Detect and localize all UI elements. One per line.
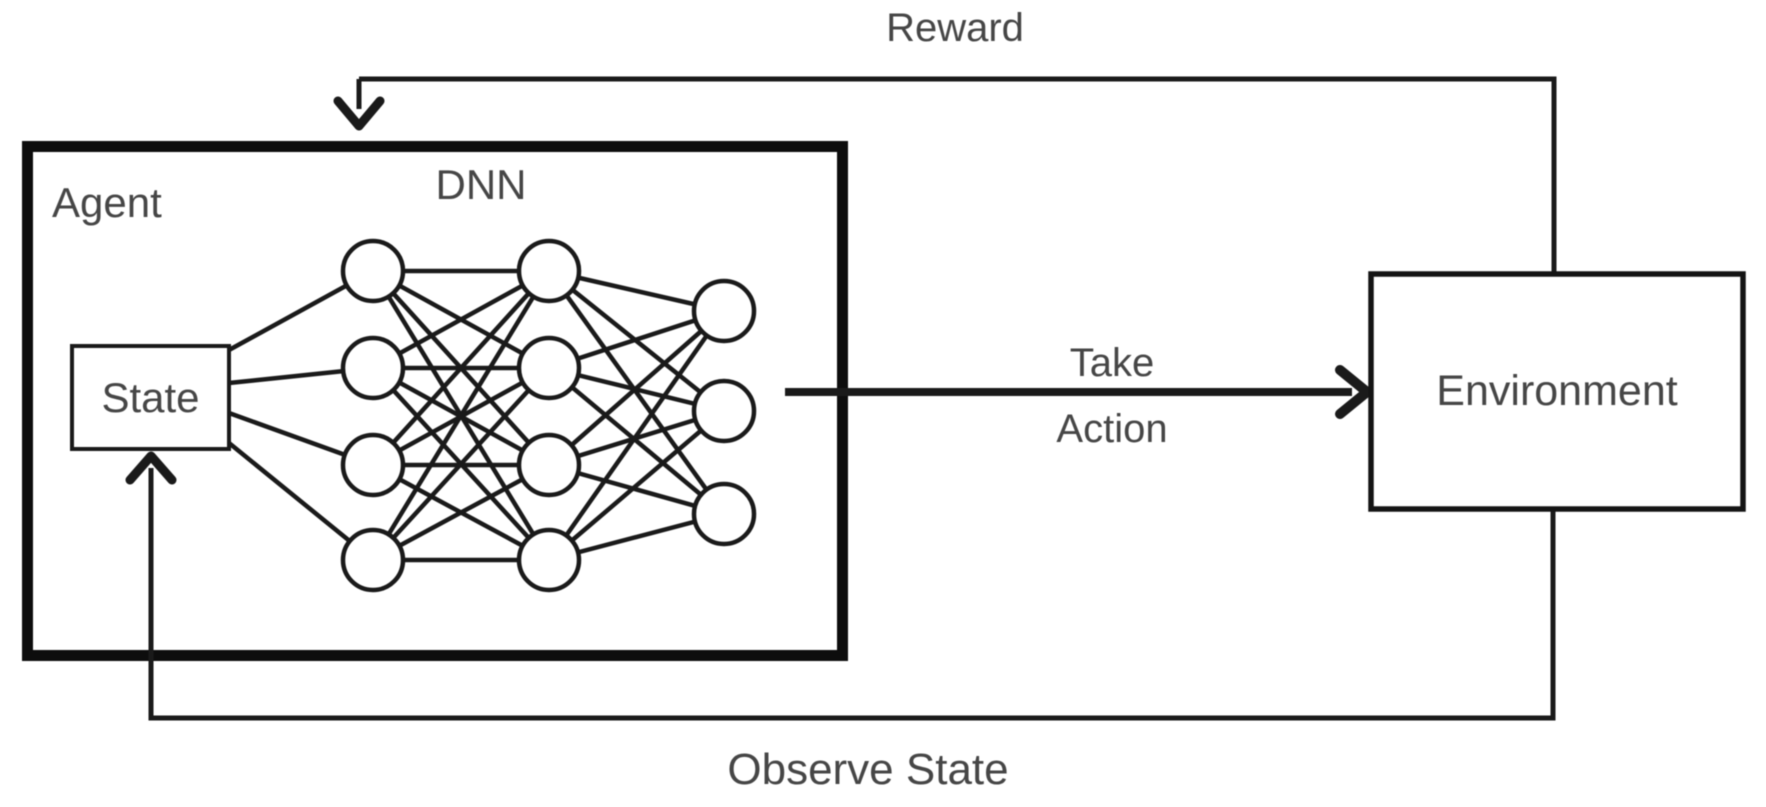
dnn-connection bbox=[371, 269, 551, 370]
state-label: State bbox=[101, 373, 200, 421]
environment-label-container: Environment bbox=[1371, 274, 1743, 509]
dnn-node bbox=[516, 527, 582, 593]
reward-arrowhead-icon bbox=[333, 96, 385, 131]
reward-loop-line bbox=[359, 76, 1557, 274]
state-box bbox=[70, 344, 231, 451]
environment-box bbox=[1368, 271, 1746, 512]
dnn-connection bbox=[547, 409, 726, 562]
dnn-node bbox=[691, 378, 757, 444]
neural-network bbox=[227, 238, 757, 593]
dnn-node bbox=[516, 238, 582, 304]
dnn-connection bbox=[547, 269, 726, 516]
take-action-arrowhead-icon bbox=[1335, 365, 1372, 419]
take-action-label: Take Action bbox=[1056, 330, 1167, 462]
observe-arrowhead-icon bbox=[125, 451, 177, 485]
dnn-node bbox=[340, 238, 406, 304]
take-action-label-line1: Take bbox=[1069, 341, 1155, 385]
dnn-connection bbox=[371, 269, 551, 562]
dnn-node bbox=[691, 481, 757, 547]
dnn-connection bbox=[371, 366, 551, 562]
dnn-node bbox=[340, 335, 406, 401]
observe-state-label: Observe State bbox=[727, 745, 1009, 794]
take-action-label-line2: Action bbox=[1056, 407, 1168, 451]
dnn-node bbox=[340, 432, 406, 498]
observe-state-line bbox=[148, 468, 1556, 721]
dnn-node bbox=[340, 527, 406, 593]
state-label-container: State bbox=[72, 346, 229, 449]
agent-label: Agent bbox=[52, 179, 162, 226]
dnn-connection bbox=[371, 269, 551, 467]
dnn-connection bbox=[547, 309, 726, 562]
dnn-connection bbox=[547, 366, 726, 516]
dnn-node bbox=[516, 432, 582, 498]
dnn-node bbox=[516, 335, 582, 401]
dnn-node bbox=[691, 278, 757, 344]
dnn-connection bbox=[371, 463, 551, 562]
dnn-connection bbox=[547, 309, 726, 467]
dnn-label: DNN bbox=[435, 161, 527, 208]
reward-label: Reward bbox=[886, 6, 1024, 50]
environment-label: Environment bbox=[1436, 367, 1678, 415]
